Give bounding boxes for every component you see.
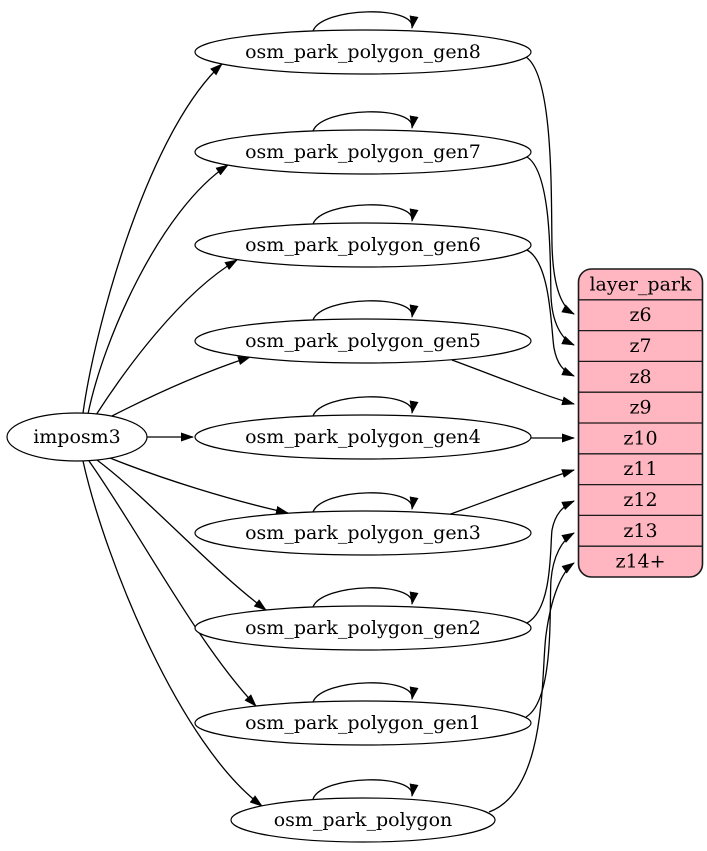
edge-gen2-to-z12 xyxy=(526,500,575,624)
gen8-ellipse xyxy=(194,29,532,75)
edge-imposm3-to-gen2 xyxy=(96,459,267,611)
edges-from-imposm3 xyxy=(82,63,289,807)
gen3-ellipse xyxy=(194,510,532,556)
edge-gen5-to-z9 xyxy=(451,359,575,406)
row-z13: z13 xyxy=(623,520,657,542)
edge-imposm3-to-polygon xyxy=(82,460,263,807)
gen7-label: osm_park_polygon_gen7 xyxy=(245,141,481,163)
row-z12: z12 xyxy=(623,489,657,511)
gen8-label: osm_park_polygon_gen8 xyxy=(245,41,481,63)
edge-imposm3-to-gen1 xyxy=(88,460,257,707)
edge-imposm3-to-gen6 xyxy=(95,259,238,416)
self-loop-gen4 xyxy=(312,396,419,417)
self-loop-gen1 xyxy=(312,682,419,703)
self-loop-gen8 xyxy=(312,11,419,32)
row-z8: z8 xyxy=(629,366,651,388)
edges-to-layer-park xyxy=(447,56,575,813)
imposm3-ellipse xyxy=(6,412,148,462)
row-z11: z11 xyxy=(623,458,657,480)
layer-park-title: layer_park xyxy=(589,273,692,295)
gen5-label: osm_park_polygon_gen5 xyxy=(245,330,481,352)
edge-gen7-to-z7 xyxy=(526,156,575,346)
edge-imposm3-to-gen5 xyxy=(111,356,251,417)
row-z14plus: z14+ xyxy=(615,551,665,573)
self-loops xyxy=(312,11,419,800)
node-osm-park-polygon-gen7: osm_park_polygon_gen7 xyxy=(194,129,532,175)
row-z10: z10 xyxy=(623,427,657,449)
gen1-label: osm_park_polygon_gen1 xyxy=(245,712,481,734)
edge-imposm3-to-gen7 xyxy=(87,164,229,415)
node-osm-park-polygon-gen3: osm_park_polygon_gen3 xyxy=(194,510,532,556)
edge-gen6-to-z8 xyxy=(526,249,575,377)
imposm3-label: imposm3 xyxy=(33,426,121,448)
node-osm-park-polygon-gen1: osm_park_polygon_gen1 xyxy=(194,700,532,746)
edge-imposm3-to-gen3 xyxy=(109,457,289,515)
self-loop-gen6 xyxy=(312,204,419,225)
edge-imposm3-to-gen8 xyxy=(82,63,223,414)
gen6-label: osm_park_polygon_gen6 xyxy=(245,234,481,256)
polygon-label: osm_park_polygon xyxy=(274,809,453,831)
self-loop-gen7 xyxy=(312,111,419,132)
node-osm-park-polygon-gen6: osm_park_polygon_gen6 xyxy=(194,222,532,268)
gen2-ellipse xyxy=(194,605,532,651)
gen5-ellipse xyxy=(194,318,532,364)
gen1-ellipse xyxy=(194,700,532,746)
edge-gen8-to-z6 xyxy=(525,56,575,315)
row-z6: z6 xyxy=(629,304,651,326)
node-imposm3: imposm3 xyxy=(6,412,148,462)
node-osm-park-polygon: osm_park_polygon xyxy=(230,797,496,843)
gen4-label: osm_park_polygon_gen4 xyxy=(245,426,481,448)
node-osm-park-polygon-gen4: osm_park_polygon_gen4 xyxy=(194,414,532,460)
self-loop-polygon xyxy=(312,779,419,800)
node-osm-park-polygon-gen8: osm_park_polygon_gen8 xyxy=(194,29,532,75)
node-osm-park-polygon-gen5: osm_park_polygon_gen5 xyxy=(194,318,532,364)
node-layer-park: layer_park z6 z7 z8 z9 z10 z11 z12 z13 z… xyxy=(577,268,704,578)
row-z7: z7 xyxy=(629,335,651,357)
self-loop-gen3 xyxy=(312,492,419,513)
edge-polygon-to-z14 xyxy=(488,562,575,813)
self-loop-gen5 xyxy=(312,300,419,321)
gen6-ellipse xyxy=(194,222,532,268)
gen3-label: osm_park_polygon_gen3 xyxy=(245,522,481,544)
gen7-ellipse xyxy=(194,129,532,175)
row-z9: z9 xyxy=(629,397,651,419)
self-loop-gen2 xyxy=(312,587,419,608)
edge-gen3-to-z11 xyxy=(447,469,575,516)
node-osm-park-polygon-gen2: osm_park_polygon_gen2 xyxy=(194,605,532,651)
gen4-ellipse xyxy=(194,414,532,460)
gen2-label: osm_park_polygon_gen2 xyxy=(245,617,481,639)
polygon-ellipse xyxy=(230,797,496,843)
